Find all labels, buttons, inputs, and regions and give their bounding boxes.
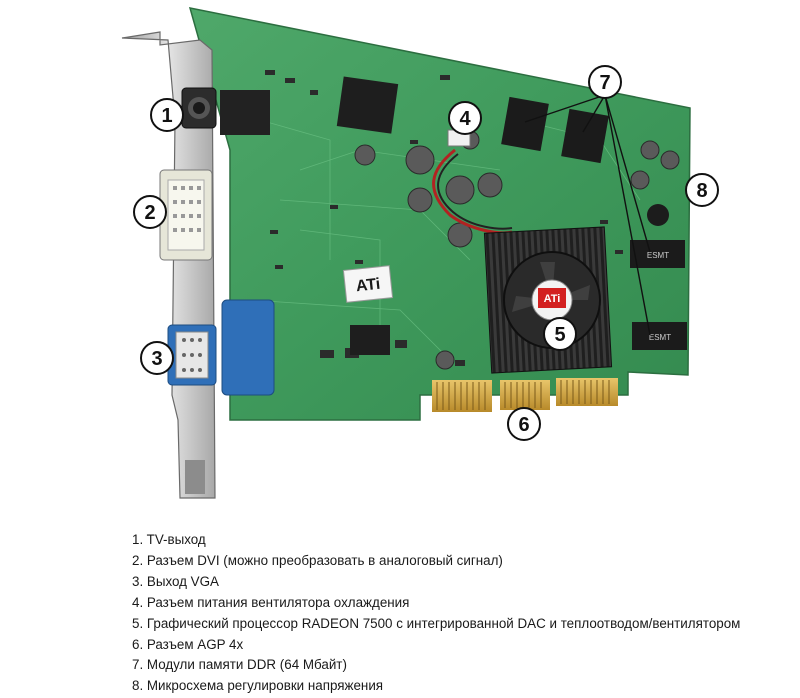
legend-item-1: 1. TV-выход — [132, 532, 206, 547]
graphics-card-photo: ESMT ESMT ATi — [121, 7, 719, 499]
svg-text:ESMT: ESMT — [647, 251, 669, 260]
gpu-heatsink-fan: ATi — [483, 226, 613, 374]
memory-chip: ESMT ESMT — [501, 96, 687, 350]
callout-3: 3 — [140, 341, 174, 375]
legend-item-5: 5. Графический процессор RADEON 7500 с и… — [132, 615, 741, 631]
board-logo: ATi — [342, 265, 394, 303]
callout-8: 8 — [685, 173, 719, 207]
vga-connector — [167, 299, 275, 396]
callout-4: 4 — [448, 101, 482, 135]
svg-text:2: 2 — [144, 202, 155, 224]
svg-text:6: 6 — [518, 414, 529, 436]
dvi-connector — [159, 169, 213, 261]
legend-item-2: 2. Разъем DVI (можно преобразовать в ана… — [132, 552, 503, 568]
legend-item-4: 4. Разъем питания вентилятора охлаждения — [132, 594, 410, 610]
callout-7-leaders — [524, 94, 651, 336]
legend-item-7: 7. Модули памяти DDR (64 Мбайт) — [132, 657, 347, 673]
agp-connector — [432, 378, 618, 412]
legend-item-6: 6. Разъем AGP 4x — [132, 636, 244, 652]
svg-text:ATi: ATi — [355, 276, 381, 295]
tv-out-connector — [181, 87, 217, 129]
svg-text:1: 1 — [161, 105, 172, 127]
capacitors — [354, 130, 680, 370]
svg-text:ATi: ATi — [544, 293, 561, 305]
callout-5: 5 — [543, 317, 577, 351]
legend-item-8: 8. Микросхема регулировки напряжения — [132, 678, 384, 694]
svg-text:ESMT: ESMT — [649, 333, 671, 342]
svg-text:3: 3 — [151, 348, 162, 370]
svg-text:8: 8 — [696, 180, 707, 202]
svg-text:4: 4 — [459, 108, 471, 130]
callout-2: 2 — [133, 195, 167, 229]
svg-text:5: 5 — [554, 324, 565, 346]
svg-text:7: 7 — [599, 72, 610, 94]
callout-1: 1 — [150, 98, 184, 132]
callout-7: 7 — [588, 65, 622, 99]
legend-item-3: 3. Выход VGA — [132, 573, 219, 589]
component-legend: 1. TV-выход 2. Разъем DVI (можно преобра… — [132, 530, 740, 697]
callout-6: 6 — [507, 407, 541, 441]
